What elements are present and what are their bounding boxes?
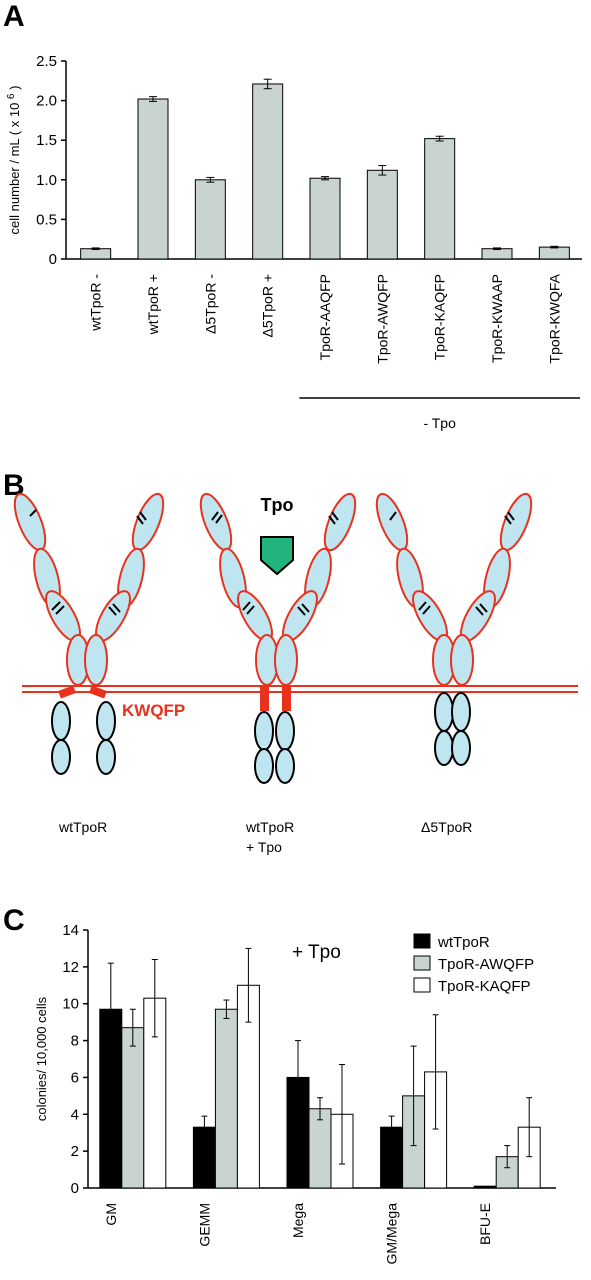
domain-ellipse <box>131 492 165 552</box>
x-category-label: TpoR-KWAAP <box>489 274 505 363</box>
intracellular-domain <box>51 701 71 741</box>
bar <box>214 1008 238 1189</box>
panel-a-letter: A <box>3 0 25 33</box>
receptor-label-wttpor-tpo: wtTpoR + Tpo <box>245 819 298 855</box>
bar <box>424 138 456 260</box>
legend-swatch <box>413 933 431 949</box>
panel-c-letter: C <box>3 904 25 937</box>
tpo-ligand-shape <box>260 536 294 576</box>
x-category-label: wtTpoR + <box>145 274 161 335</box>
y-tick-label: 1.0 <box>36 172 57 189</box>
tpo-annotation: + Tpo <box>292 942 341 963</box>
y-tick-label: 12 <box>62 959 79 976</box>
x-category-label: GEMM <box>196 1203 212 1247</box>
y-tick-label: 0 <box>49 251 57 268</box>
x-category-label: TpoR-AWQFP <box>374 274 390 364</box>
y-tick-label: 0.5 <box>36 211 57 228</box>
legend-label: TpoR-KAQFP <box>438 978 531 995</box>
y-tick-label: 10 <box>62 996 79 1013</box>
bar <box>252 83 284 260</box>
receptor-label-wttpor: wtTpoR <box>58 819 107 835</box>
receptor-wttpor-tpo: Tpo <box>199 492 357 784</box>
bar <box>137 98 169 260</box>
x-category-label: TpoR-KAQFP <box>432 274 448 360</box>
x-category-label: TpoR-AAQFP <box>317 274 333 360</box>
y-tick-label: 2 <box>71 1143 79 1160</box>
bar <box>194 179 226 260</box>
intracellular-domain <box>96 701 116 741</box>
receptor-label-d5tpor: Δ5TpoR <box>421 819 472 835</box>
chart-a: 0 0.5 1.0 1.5 2.0 2.5 cell number / mL ( x 10 … <box>6 53 582 431</box>
x-category-label: GM/Mega <box>384 1203 400 1265</box>
y-axis-title: cell number / mL ( x 10 6 ) <box>6 86 22 235</box>
x-category-label: Δ5TpoR + <box>260 274 276 337</box>
bar <box>308 1108 332 1189</box>
y-tick-label: 6 <box>71 1069 79 1086</box>
bar <box>366 169 398 260</box>
bar <box>538 246 570 260</box>
x-category-label: Δ5TpoR - <box>202 274 218 334</box>
kwqfp-motif-label: KWQFP <box>122 701 185 720</box>
bar <box>473 1185 497 1189</box>
y-tick-label: 1.5 <box>36 132 57 149</box>
domain-ellipse <box>84 634 108 686</box>
x-category-label: GM <box>103 1203 119 1226</box>
x-category-label: TpoR-KWQFA <box>546 273 562 363</box>
x-category-label: BFU-E <box>477 1203 493 1245</box>
y-tick-label: 14 <box>62 922 79 939</box>
domain-ellipse <box>13 492 47 552</box>
receptor-d5tpor <box>375 492 533 766</box>
bar <box>481 248 513 260</box>
y-axis-title: colonies/ 10,000 cells <box>34 996 49 1121</box>
legend-label: wtTpoR <box>437 934 490 951</box>
x-category-label: Mega <box>290 1203 306 1238</box>
bar <box>309 177 341 260</box>
legend-swatch <box>413 977 431 993</box>
y-tick-label: 0 <box>71 1180 79 1197</box>
transmembrane-box <box>89 685 107 699</box>
y-tick-label: 2.0 <box>36 93 57 110</box>
tpo-bracket-label: - Tpo <box>423 415 456 431</box>
bar <box>121 1027 145 1189</box>
transmembrane-box <box>260 687 269 711</box>
receptor-diagram: Tpo <box>13 492 578 855</box>
receptor-wttpor <box>13 492 165 775</box>
intracellular-domain <box>51 739 71 775</box>
intracellular-domain <box>96 739 116 775</box>
legend-label: TpoR-AWQFP <box>438 956 534 973</box>
legend-swatch <box>413 955 431 971</box>
transmembrane-box <box>282 687 291 711</box>
tpo-label: Tpo <box>261 495 294 515</box>
bar <box>80 248 112 260</box>
x-category-label: wtTpoR - <box>88 274 104 332</box>
transmembrane-box <box>58 685 76 699</box>
y-tick-label: 4 <box>71 1106 79 1123</box>
y-tick-label: 2.5 <box>36 53 57 70</box>
y-tick-label: 8 <box>71 1033 79 1050</box>
